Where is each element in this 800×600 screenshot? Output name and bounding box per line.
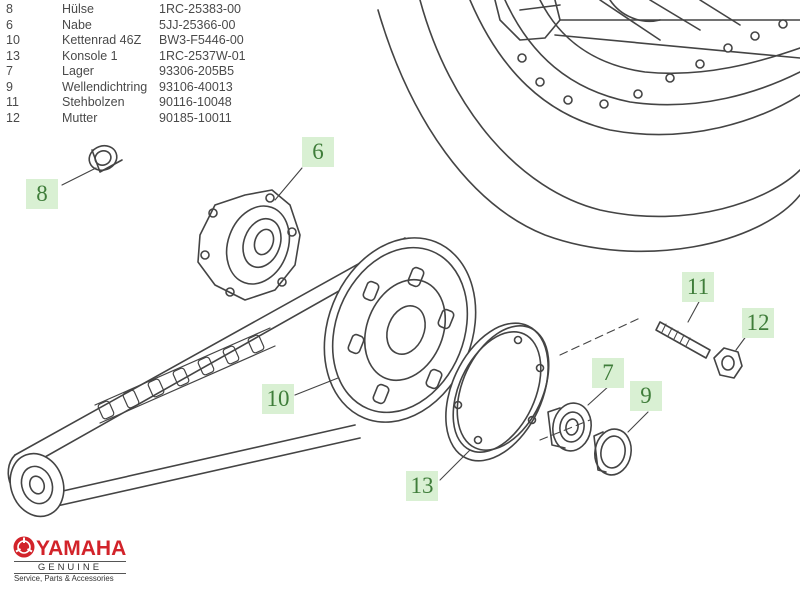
part-no: 11 — [6, 95, 19, 109]
part-no: 8 — [6, 2, 13, 16]
callout-6: 6 — [302, 137, 334, 167]
callout-10: 10 — [262, 384, 294, 414]
part-no: 6 — [6, 17, 13, 32]
parts-list: 8 Hülse 1RC-25383-00 6 Nabe 5JJ-25366-00… — [6, 2, 279, 126]
callout-12: 12 — [742, 308, 774, 338]
part-number: 90116-10048 — [159, 95, 232, 109]
sleeve — [88, 144, 123, 173]
part-number: 5JJ-25366-00 — [159, 17, 236, 32]
brand-sub: GENUINE — [14, 561, 126, 574]
stud-bolt — [655, 321, 711, 359]
part-no: 9 — [6, 79, 13, 94]
part-name: Lager — [62, 64, 94, 78]
table-row: 6 Nabe 5JJ-25366-00 — [6, 18, 279, 34]
callout-7: 7 — [592, 358, 624, 388]
table-row: 7 Lager 93306-205B5 — [6, 64, 279, 80]
part-number: 1RC-2537W-01 — [159, 48, 246, 63]
part-number: BW3-F5446-00 — [159, 33, 244, 47]
yamaha-logo: YAMAHA GENUINE Service, Parts & Accessor… — [10, 535, 132, 587]
part-no: 12 — [6, 110, 20, 125]
bearing — [547, 402, 592, 452]
leader-lines — [61, 167, 748, 481]
callout-13: 13 — [406, 471, 438, 501]
part-number: 93306-205B5 — [159, 64, 235, 78]
oil-seal — [593, 428, 632, 476]
nut — [713, 347, 743, 379]
part-no: 10 — [6, 33, 20, 47]
hub — [197, 189, 301, 301]
table-row: 11 Stehbolzen 90116-10048 — [6, 95, 279, 111]
callout-8: 8 — [26, 179, 58, 209]
part-name: Konsole 1 — [62, 48, 118, 63]
callout-9: 9 — [630, 381, 662, 411]
part-no: 7 — [6, 64, 13, 78]
table-row: 8 Hülse 1RC-25383-00 — [6, 2, 279, 18]
table-row: 13 Konsole 1 1RC-2537W-01 — [6, 49, 279, 65]
part-name: Kettenrad 46Z — [62, 33, 142, 47]
brand-name: YAMAHA — [36, 537, 127, 560]
part-number: 1RC-25383-00 — [159, 2, 241, 16]
tuning-fork-emblem-icon — [13, 536, 35, 558]
callout-11: 11 — [682, 272, 714, 302]
front-sprocket — [9, 452, 65, 518]
rear-wheel — [377, 0, 800, 253]
part-name: Wellendichtring — [62, 79, 148, 94]
part-name: Stehbolzen — [62, 95, 125, 109]
table-row: 9 Wellendichtring 93106-40013 — [6, 80, 279, 96]
table-row: 10 Kettenrad 46Z BW3-F5446-00 — [6, 33, 279, 49]
part-number: 93106-40013 — [159, 79, 233, 94]
rear-sprocket — [323, 237, 477, 423]
part-name: Hülse — [62, 2, 94, 16]
part-name: Nabe — [62, 17, 92, 32]
brand-tagline: Service, Parts & Accessories — [14, 574, 114, 583]
part-no: 13 — [6, 48, 20, 63]
part-number: 90185-10011 — [159, 110, 232, 125]
part-name: Mutter — [62, 110, 98, 125]
table-row: 12 Mutter 90185-10011 — [6, 111, 279, 127]
